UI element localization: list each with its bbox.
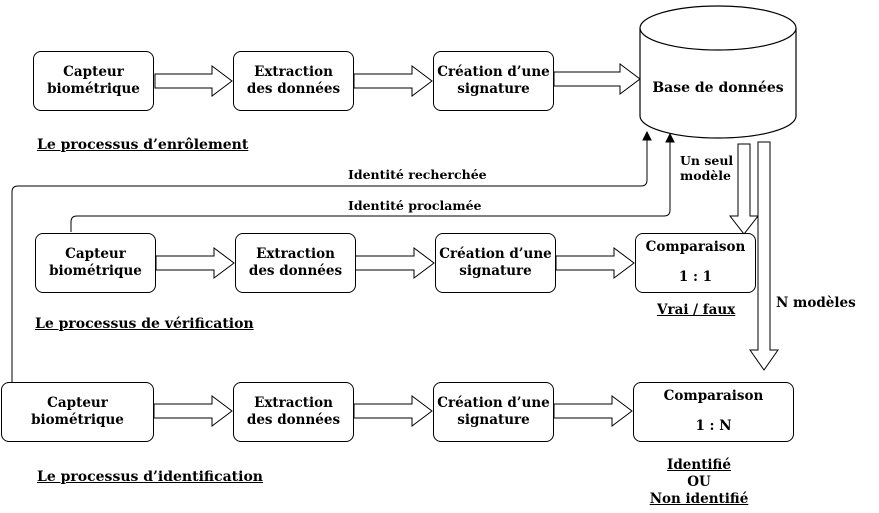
verif-extraction-box: Extraction des données bbox=[235, 233, 356, 293]
arrow-ident-sensor-to-extraction bbox=[153, 395, 233, 427]
arrow-verif-extraction-to-signature bbox=[354, 247, 435, 279]
ident-sensor-box: Capteur biométrique bbox=[1, 382, 154, 442]
wire-searched-identity bbox=[11, 138, 648, 382]
ident-comparison-box: Comparaison 1 : N bbox=[633, 382, 794, 442]
wire-claimed-identity-arrowhead bbox=[665, 132, 675, 143]
arrow-database-to-comparison-1-1 bbox=[728, 143, 760, 235]
verif-comparison-label: Comparaison bbox=[645, 239, 746, 255]
n-models-label: N modèles bbox=[776, 295, 856, 311]
database-cylinder bbox=[639, 5, 797, 139]
enroll-process-title: Le processus d’enrôlement bbox=[37, 137, 249, 153]
claimed-identity-label: Identité proclamée bbox=[348, 198, 482, 213]
arrow-enroll-extraction-to-signature bbox=[353, 65, 433, 97]
verif-signature-box: Création d’une signature bbox=[435, 233, 556, 293]
ident-extraction-box: Extraction des données bbox=[233, 382, 354, 442]
wire-searched-identity-arrowhead bbox=[642, 130, 652, 141]
arrow-ident-extraction-to-signature bbox=[353, 395, 433, 427]
arrow-enroll-signature-to-database bbox=[553, 63, 641, 95]
ident-signature-box: Création d’une signature bbox=[433, 382, 554, 442]
arrow-ident-signature-to-comparison bbox=[553, 395, 633, 427]
searched-identity-label: Identité recherchée bbox=[348, 167, 487, 182]
verif-result-label: Vrai / faux bbox=[657, 302, 736, 318]
verif-ratio-label: 1 : 1 bbox=[678, 269, 713, 285]
ident-result-identified: Identifié bbox=[667, 457, 731, 473]
enroll-sensor-box: Capteur biométrique bbox=[33, 51, 154, 111]
ident-result-not-identified: Non identifié bbox=[649, 491, 749, 507]
arrow-verif-sensor-to-extraction bbox=[155, 247, 235, 279]
ident-result-label: Identifié OU Non identifié bbox=[644, 457, 754, 508]
verif-sensor-box: Capteur biométrique bbox=[35, 233, 156, 293]
wire-claimed-identity bbox=[70, 140, 671, 232]
database-label: Base de données bbox=[652, 80, 784, 96]
verif-comparison-box: Comparaison 1 : 1 bbox=[635, 233, 756, 293]
ident-comparison-label: Comparaison bbox=[663, 388, 764, 404]
arrow-enroll-sensor-to-extraction bbox=[154, 65, 233, 97]
enroll-signature-box: Création d’une signature bbox=[433, 51, 554, 111]
arrow-database-to-comparison-1-n bbox=[749, 141, 779, 371]
ident-result-or: OU bbox=[687, 474, 711, 490]
ident-process-title: Le processus d’identification bbox=[37, 469, 263, 485]
arrow-verif-signature-to-comparison bbox=[555, 247, 635, 279]
ident-ratio-label: 1 : N bbox=[695, 418, 732, 434]
enroll-extraction-box: Extraction des données bbox=[233, 51, 354, 111]
verif-process-title: Le processus de vérification bbox=[35, 316, 254, 332]
one-model-label: Un seul modèle bbox=[680, 153, 734, 183]
